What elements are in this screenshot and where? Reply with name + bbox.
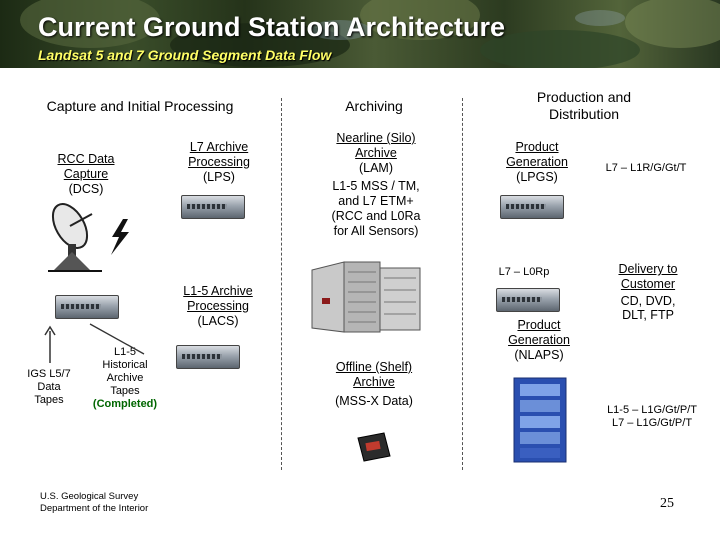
lacs-label: L1-5 Archive Processing (LACS) — [160, 284, 276, 328]
igs-line3: Tapes — [34, 393, 64, 406]
hist-line2: Historical — [102, 358, 148, 371]
historical-tapes-label: L1-5 Historical Archive Tapes (Completed… — [84, 346, 166, 411]
igs-arrow-icon — [44, 325, 56, 363]
shelf-line2: Archive — [353, 374, 395, 389]
page-number: 25 — [660, 496, 674, 511]
agency-line1: U.S. Geological Survey — [40, 491, 139, 502]
rcc-line3: (DCS) — [68, 181, 104, 196]
rcc-data-capture-label: RCC Data Capture (DCS) — [38, 152, 134, 196]
deliv-line1: Delivery to — [618, 262, 678, 276]
nlaps-label: Product Generation (NLAPS) — [490, 318, 588, 362]
nlaps-line1: Product — [517, 318, 561, 332]
agency-footer: U.S. Geological Survey Department of the… — [40, 491, 148, 515]
delivery-label: Delivery to Customer CD, DVD, DLT, FTP — [592, 262, 704, 323]
lacs-server-icon — [55, 295, 119, 319]
hist-line5: (Completed) — [92, 397, 158, 410]
storage-rack-icon — [513, 377, 567, 463]
column-divider-left — [281, 98, 282, 470]
page-title: Current Ground Station Architecture — [38, 12, 506, 42]
satellite-dish-icon — [48, 203, 102, 272]
lam-line7: for All Sensors) — [333, 223, 419, 238]
media-line1: CD, DVD, — [620, 293, 676, 308]
nlaps-server-icon — [496, 288, 560, 312]
hist-line3: Archive — [106, 371, 144, 384]
lps-label: L7 Archive Processing (LPS) — [165, 140, 273, 184]
nlaps-out2: L7 – L1G/Gt/P/T — [611, 416, 693, 429]
media-line2: DLT, FTP — [622, 308, 674, 323]
lpgs-server-icon — [500, 195, 564, 219]
nlaps-line3: (NLAPS) — [514, 347, 564, 362]
nlaps-out1: L1-5 – L1G/Gt/P/T — [607, 404, 697, 416]
l0rp-label: L7 – L0Rp — [498, 266, 550, 278]
lam-line2: Archive — [355, 145, 397, 160]
offline-archive-label: Offline (Shelf) Archive (MSS-X Data) — [310, 360, 438, 408]
lacs-line1: L1-5 Archive — [183, 284, 253, 298]
lpgs-output-label: L7 – L1R/G/Gt/T — [605, 162, 687, 174]
igs-tapes-label: IGS L5/7 Data Tapes — [20, 368, 78, 407]
shelf-line3: (MSS-X Data) — [335, 393, 413, 408]
lps-line3: (LPS) — [203, 169, 235, 184]
lpgs-label: Product Generation (LPGS) — [490, 140, 584, 184]
lam-line5: and L7 ETM+ — [338, 194, 414, 208]
historical-arrow-icon — [89, 323, 145, 355]
lpgs-line1: Product — [515, 140, 559, 154]
column-header-production: Production and Distribution — [494, 89, 674, 122]
agency-line2: Department of the Interior — [40, 502, 149, 514]
igs-line2: Data — [37, 380, 61, 393]
title-banner: Current Ground Station Architecture Land… — [0, 0, 720, 68]
shelf-line1: Offline (Shelf) — [335, 360, 413, 374]
lightning-bolt-icon — [111, 219, 129, 255]
lps-line2: Processing — [188, 154, 250, 169]
lam-line6: (RCC and L0Ra — [331, 208, 421, 223]
lpgs-line3: (LPGS) — [516, 169, 558, 184]
column-header-capture: Capture and Initial Processing — [46, 98, 234, 114]
page-subtitle: Landsat 5 and 7 Ground Segment Data Flow — [38, 47, 332, 63]
rcc-line2: Capture — [63, 166, 109, 181]
lam-line1: Nearline (Silo) — [336, 131, 416, 145]
historical-tape-server-icon — [176, 345, 240, 369]
hist-line4: Tapes — [110, 384, 140, 397]
lacs-line3: (LACS) — [197, 313, 239, 328]
lps-line1: L7 Archive — [189, 140, 249, 154]
lpgs-line2: Generation — [506, 154, 568, 169]
column-header-production-text: Production and Distribution — [536, 89, 632, 122]
deliv-line2: Customer — [620, 276, 676, 291]
tape-silo-icon — [311, 261, 421, 333]
nearline-archive-label: Nearline (Silo) Archive (LAM) L1-5 MSS /… — [306, 131, 446, 238]
lam-line4: L1-5 MSS / TM, — [332, 179, 420, 194]
rcc-line1: RCC Data — [57, 152, 115, 166]
nlaps-line2: Generation — [508, 332, 570, 347]
lacs-line2: Processing — [187, 298, 249, 313]
lps-server-icon — [181, 195, 245, 219]
column-header-archiving: Archiving — [345, 98, 403, 114]
igs-line1: IGS L5/7 — [27, 368, 71, 380]
tape-cartridge-icon — [357, 432, 391, 462]
satellite-imagery-background — [20, 0, 720, 68]
nlaps-output-label: L1-5 – L1G/Gt/P/T L7 – L1G/Gt/P/T — [590, 404, 714, 430]
lam-line3: (LAM) — [358, 160, 394, 175]
hist-line1: L1-5 — [113, 346, 137, 358]
column-divider-right — [462, 98, 463, 470]
